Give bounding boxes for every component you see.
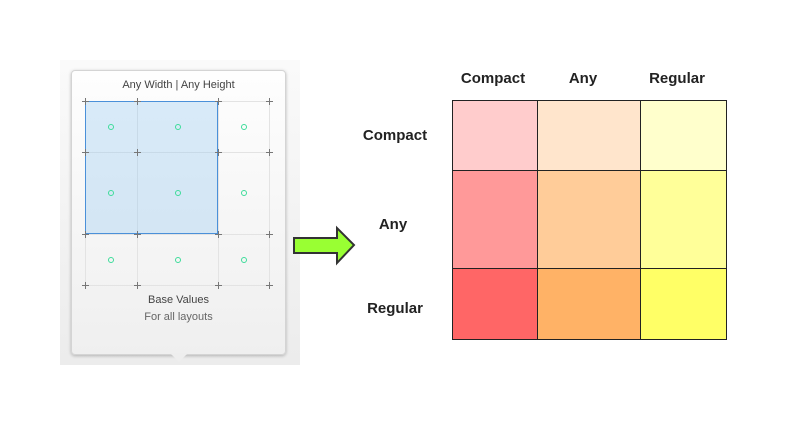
- right-arrow-icon: [293, 225, 356, 266]
- cell-center-dot-icon: [108, 123, 114, 130]
- column-header-compact: Compact: [460, 70, 526, 87]
- matrix-cell-compact-compact: [452, 100, 539, 172]
- cell-center-dot-icon: [174, 123, 181, 130]
- base-values-subtitle: For all layouts: [144, 311, 213, 323]
- grid-corner-mark-icon: [134, 98, 141, 105]
- grid-corner-mark-icon: [82, 282, 89, 289]
- size-class-grid[interactable]: [82, 98, 273, 289]
- cell-center-dot-icon: [174, 190, 181, 196]
- grid-corner-mark-icon: [266, 149, 273, 156]
- matrix-cell-regular-regular: [640, 268, 727, 340]
- grid-corner-mark-icon: [215, 98, 222, 105]
- grid-corner-mark-icon: [215, 231, 222, 238]
- grid-corner-mark-icon: [215, 149, 222, 156]
- matrix-cell-compact-regular: [640, 100, 727, 172]
- grid-corner-mark-icon: [134, 282, 141, 289]
- popover-pointer: [170, 353, 188, 362]
- grid-corner-mark-icon: [266, 231, 273, 238]
- column-header-any: Any: [568, 70, 598, 87]
- size-class-popover: [71, 70, 286, 355]
- grid-corner-mark-icon: [82, 98, 89, 105]
- grid-corner-mark-icon: [266, 98, 273, 105]
- grid-cell[interactable]: [218, 234, 270, 286]
- matrix-cell-any-any: [537, 170, 642, 270]
- row-header-any: Any: [378, 216, 408, 233]
- grid-corner-mark-icon: [215, 282, 222, 289]
- cell-center-dot-icon: [108, 256, 114, 263]
- matrix-cell-regular-any: [537, 268, 642, 340]
- popover-title: Any Width | Any Height: [122, 79, 235, 91]
- cell-center-dot-icon: [240, 123, 247, 130]
- grid-corner-mark-icon: [82, 149, 89, 156]
- row-header-compact: Compact: [362, 127, 428, 144]
- grid-corner-mark-icon: [134, 149, 141, 156]
- matrix-cell-any-compact: [452, 170, 539, 270]
- cell-center-dot-icon: [108, 190, 114, 196]
- grid-corner-mark-icon: [266, 282, 273, 289]
- selected-region: [85, 101, 218, 234]
- matrix-cell-compact-any: [537, 100, 642, 172]
- matrix-cell-any-regular: [640, 170, 727, 270]
- grid-corner-mark-icon: [82, 231, 89, 238]
- grid-corner-mark-icon: [134, 231, 141, 238]
- cell-center-dot-icon: [240, 256, 247, 263]
- matrix-cell-regular-compact: [452, 268, 539, 340]
- cell-center-dot-icon: [240, 190, 247, 196]
- cell-center-dot-icon: [174, 256, 181, 263]
- base-values-label: Base Values: [148, 294, 209, 306]
- row-header-regular: Regular: [367, 300, 423, 317]
- column-header-regular: Regular: [649, 70, 705, 87]
